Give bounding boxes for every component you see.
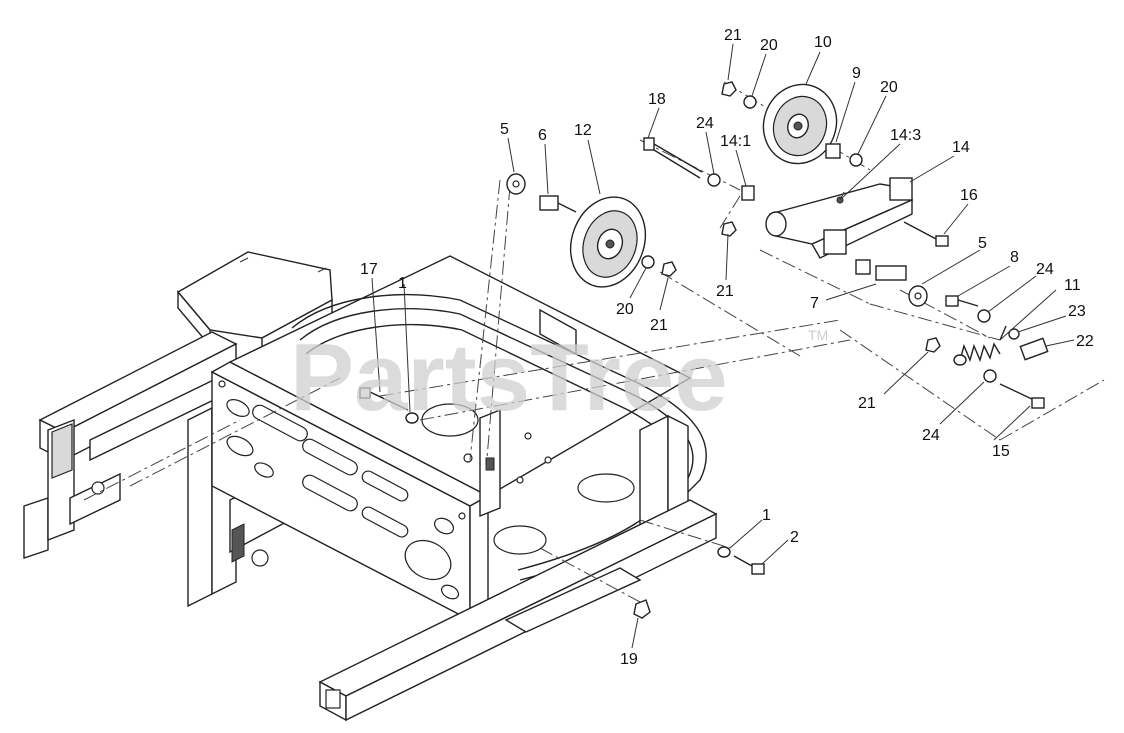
watermark: PartsTree TM: [290, 324, 828, 431]
washer-1a: [405, 412, 419, 424]
washer-20c: [641, 255, 655, 269]
idler-arm-14: [765, 177, 914, 259]
callout-5b: 5: [978, 235, 987, 252]
spacer-5b: [908, 285, 928, 307]
bushing-9: [825, 143, 841, 159]
callout-10: 10: [814, 34, 832, 51]
washer-24c: [983, 369, 997, 383]
nut-19: [633, 599, 651, 619]
grease-fitting-14-3: [836, 191, 845, 204]
bolt-15: [999, 383, 1045, 409]
callout-24b: 24: [1036, 261, 1054, 278]
washer-23: [1008, 328, 1020, 340]
callout-12: 12: [574, 122, 592, 139]
extension-spring-11: [953, 325, 1007, 366]
callout-11: 11: [1064, 277, 1081, 294]
callout-2: 2: [790, 529, 799, 546]
washer-20b: [849, 153, 863, 167]
callout-23: 23: [1068, 303, 1086, 320]
nut-21b: [721, 221, 737, 237]
callout-16: 16: [960, 187, 978, 204]
bolt-2: [733, 555, 765, 575]
callout-9: 9: [852, 65, 861, 82]
bushing-14-1: [741, 185, 755, 201]
watermark-trademark: TM: [808, 327, 828, 343]
pulley-12: [569, 196, 647, 288]
bolt-8: [945, 295, 979, 307]
nut-21a: [721, 81, 737, 97]
callout-labels: 21 20 10 9 20 18 24 14:1 14:3 14 5 6 12 …: [360, 27, 1094, 668]
callout-6: 6: [538, 127, 547, 144]
callout-8: 8: [1010, 249, 1019, 266]
callout-14: 14: [952, 139, 970, 156]
callout-15: 15: [992, 443, 1010, 460]
callout-1a: 1: [398, 275, 407, 292]
watermark-text: PartsTree: [290, 324, 728, 431]
bushing-6: [539, 195, 577, 213]
nut-21c: [661, 261, 677, 277]
callout-24a: 24: [696, 115, 714, 132]
spacer-22: [1019, 337, 1049, 361]
callout-19: 19: [620, 651, 638, 668]
washer-24b: [977, 309, 991, 323]
callout-20b: 20: [880, 79, 898, 96]
washer-20a: [743, 95, 757, 109]
callout-21c: 21: [650, 317, 668, 334]
pulley-10: [762, 83, 838, 165]
spacer-7: [855, 259, 907, 281]
callout-14-1: 14:1: [720, 133, 751, 150]
spacer-5a: [506, 173, 526, 195]
callout-7: 7: [810, 295, 819, 312]
washer-1b: [717, 546, 731, 558]
callout-20c: 20: [616, 301, 634, 318]
leader-lines: [371, 43, 1075, 649]
callout-18: 18: [648, 91, 666, 108]
bolt-18: [643, 137, 703, 179]
callout-5a: 5: [500, 121, 509, 138]
callout-17: 17: [360, 261, 378, 278]
callout-24c: 24: [922, 427, 940, 444]
callout-1b: 1: [762, 507, 771, 524]
callout-22: 22: [1076, 333, 1094, 350]
callout-21a: 21: [724, 27, 742, 44]
callout-21b: 21: [716, 283, 734, 300]
bolt-17: [359, 387, 409, 411]
bolt-16: [903, 221, 949, 247]
callout-20a: 20: [760, 37, 778, 54]
callout-14-3: 14:3: [890, 127, 921, 144]
washer-24a: [707, 173, 721, 187]
nut-21d: [925, 337, 941, 353]
main-frame: [23, 251, 718, 722]
callout-21d: 21: [858, 395, 876, 412]
